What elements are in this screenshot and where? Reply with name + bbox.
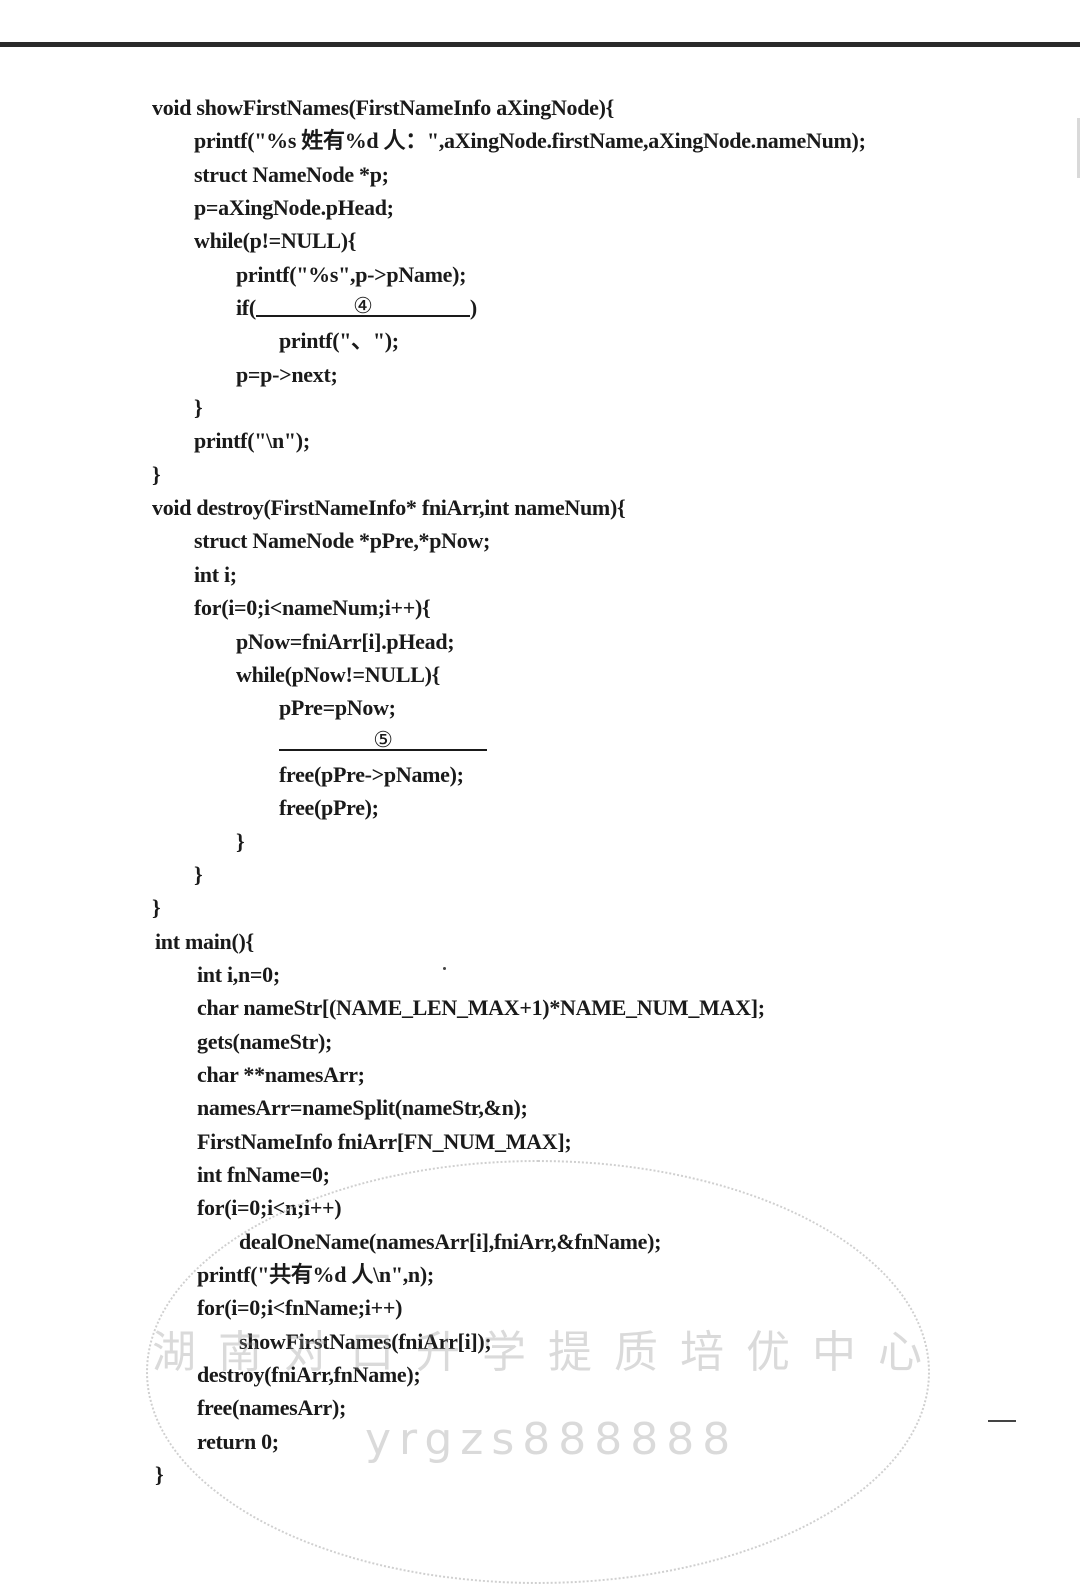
code-line: int i,n=0; — [0, 958, 1080, 991]
code-listing: void showFirstNames(FirstNameInfo aXingN… — [0, 91, 1080, 1491]
code-line: showFirstNames(fniArr[i]); — [0, 1325, 1080, 1358]
code-line: for(i=0;i<fnName;i++) — [0, 1291, 1080, 1324]
code-text: printf("、"); — [279, 328, 399, 354]
code-text: for(i=0;i<nameNum;i++){ — [194, 595, 431, 621]
code-text: pPre=pNow; — [279, 695, 396, 721]
scan-edge-mark — [1077, 118, 1080, 178]
code-text: } — [194, 861, 203, 887]
code-text: gets(nameStr); — [197, 1028, 333, 1054]
code-line: printf("共有%d 人\n",n); — [0, 1258, 1080, 1291]
code-text: struct NameNode *p; — [194, 161, 389, 187]
code-line: free(namesArr); — [0, 1391, 1080, 1424]
code-text: void showFirstNames(FirstNameInfo aXingN… — [152, 95, 615, 120]
code-text: int i,n=0; — [197, 961, 280, 987]
code-text: struct NameNode *pPre,*pNow; — [194, 528, 491, 554]
code-line: } — [0, 891, 1080, 924]
code-text: while(p!=NULL){ — [194, 228, 357, 254]
code-text: if( — [236, 295, 256, 321]
code-text: char **namesArr; — [197, 1061, 365, 1087]
code-line: int i; — [0, 558, 1080, 591]
code-text: while(pNow!=NULL){ — [236, 661, 441, 687]
code-line: FirstNameInfo fniArr[FN_NUM_MAX]; — [0, 1125, 1080, 1158]
code-text: free(pPre->pName); — [279, 761, 464, 787]
code-line: p=aXingNode.pHead; — [0, 191, 1080, 224]
code-line: } — [0, 458, 1080, 491]
code-line: printf("%s 姓有%d 人：",aXingNode.firstName,… — [0, 124, 1080, 157]
code-line: namesArr=nameSplit(nameStr,&n); — [0, 1091, 1080, 1124]
code-text: int i; — [194, 561, 237, 587]
code-text: FirstNameInfo fniArr[FN_NUM_MAX]; — [197, 1128, 572, 1154]
code-text: void destroy(FirstNameInfo* fniArr,int n… — [152, 495, 626, 521]
code-line: p=p->next; — [0, 358, 1080, 391]
code-text: int fnName=0; — [197, 1162, 330, 1187]
code-text: p=p->next; — [236, 361, 338, 387]
code-line: pNow=fniArr[i].pHead; — [0, 625, 1080, 658]
code-line: } — [0, 825, 1080, 858]
code-line: destroy(fniArr,fnName); — [0, 1358, 1080, 1391]
code-line: for(i=0;i<nameNum;i++){ — [0, 591, 1080, 624]
code-line: struct NameNode *p; — [0, 158, 1080, 191]
code-line: } — [0, 391, 1080, 424]
code-line: printf("%s",p->pName); — [0, 258, 1080, 291]
code-line: printf("、"); — [0, 324, 1080, 357]
code-text: for(i=0;i<fnName;i++) — [197, 1295, 403, 1321]
code-text: char nameStr[(NAME_LEN_MAX+1)*NAME_NUM_M… — [197, 995, 765, 1021]
scan-speck — [443, 967, 446, 970]
code-line: printf("\n"); — [0, 424, 1080, 457]
code-line: int main(){ — [0, 925, 1080, 958]
code-line: while(pNow!=NULL){ — [0, 658, 1080, 691]
code-text: printf("%s",p->pName); — [236, 261, 467, 287]
code-line: gets(nameStr); — [0, 1025, 1080, 1058]
code-text: pNow=fniArr[i].pHead; — [236, 628, 455, 654]
code-line: ⑤ — [0, 725, 1080, 758]
code-text: } — [155, 1462, 164, 1488]
code-text: } — [152, 461, 161, 487]
code-line: struct NameNode *pPre,*pNow; — [0, 524, 1080, 557]
code-line: while(p!=NULL){ — [0, 224, 1080, 257]
code-line: free(pPre); — [0, 791, 1080, 824]
code-text: showFirstNames(fniArr[i]); — [239, 1328, 492, 1354]
code-line: dealOneName(namesArr[i],fniArr,&fnName); — [0, 1225, 1080, 1258]
code-text: printf("%s 姓有%d 人：",aXingNode.firstName,… — [194, 128, 866, 154]
code-text: dealOneName(namesArr[i],fniArr,&fnName); — [239, 1228, 662, 1254]
code-text: for(i=0;i<n;i++) — [197, 1195, 342, 1221]
code-text: p=aXingNode.pHead; — [194, 195, 394, 221]
code-text: printf("\n"); — [194, 428, 310, 454]
code-line: void destroy(FirstNameInfo* fniArr,int n… — [0, 491, 1080, 524]
code-text: } — [236, 828, 245, 854]
code-text: printf("共有%d 人\n",n); — [197, 1262, 434, 1288]
code-line: void showFirstNames(FirstNameInfo aXingN… — [0, 91, 1080, 124]
code-text: } — [194, 395, 203, 421]
code-line: char **namesArr; — [0, 1058, 1080, 1091]
code-text: int main(){ — [155, 928, 254, 954]
page-top-rule — [0, 42, 1080, 47]
code-text: free(pPre); — [279, 795, 379, 821]
code-line: if(④) — [0, 291, 1080, 324]
code-text: free(namesArr); — [197, 1395, 347, 1421]
scan-dash — [988, 1420, 1016, 1422]
code-line: int fnName=0; — [0, 1158, 1080, 1191]
code-text: } — [152, 895, 161, 921]
fill-in-blank: ④ — [255, 293, 470, 318]
code-text: return 0; — [197, 1428, 279, 1454]
code-text: namesArr=nameSplit(nameStr,&n); — [197, 1095, 528, 1121]
code-line: } — [0, 1458, 1080, 1491]
code-text: ) — [469, 295, 477, 321]
code-text: destroy(fniArr,fnName); — [197, 1362, 421, 1388]
code-line: free(pPre->pName); — [0, 758, 1080, 791]
code-line: pPre=pNow; — [0, 691, 1080, 724]
code-line: for(i=0;i<n;i++) — [0, 1191, 1080, 1224]
code-line: char nameStr[(NAME_LEN_MAX+1)*NAME_NUM_M… — [0, 991, 1080, 1024]
fill-in-blank: ⑤ — [279, 727, 487, 752]
code-line: return 0; — [0, 1425, 1080, 1458]
code-line: } — [0, 858, 1080, 891]
